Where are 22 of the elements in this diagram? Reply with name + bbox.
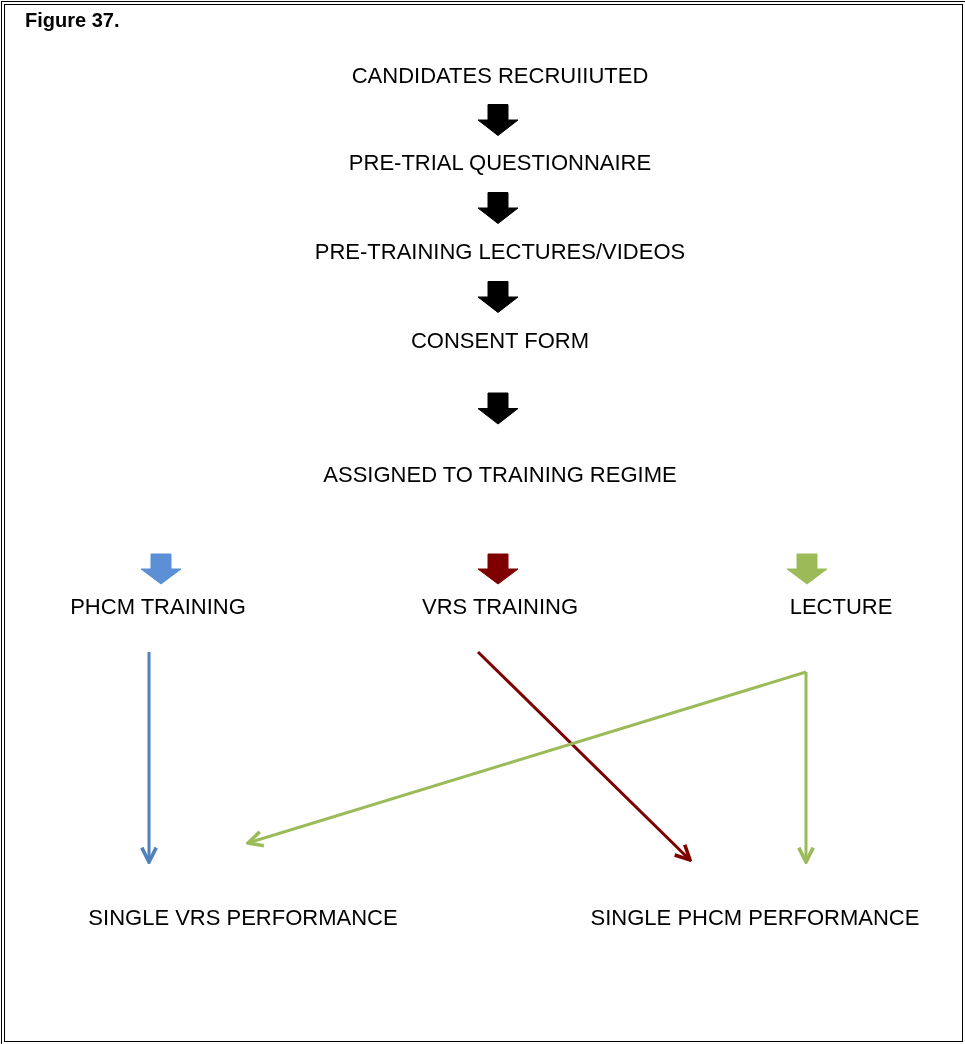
step-label: LECTURE [789, 594, 893, 620]
step-label: SINGLE PHCM PERFORMANCE [590, 905, 920, 931]
block-arrow [477, 104, 519, 136]
step-label: PRE-TRIAL QUESTIONNAIRE [348, 150, 652, 176]
step-label: ASSIGNED TO TRAINING REGIME [323, 462, 677, 488]
arrow [246, 670, 807, 848]
step-label: CONSENT FORM [411, 328, 589, 354]
block-arrow [140, 553, 182, 585]
step-label: CANDIDATES RECRUIIUTED [351, 63, 649, 89]
block-arrow [786, 553, 828, 585]
arrow [140, 652, 158, 864]
step-label: VRS TRAINING [421, 594, 579, 620]
step-label: SINGLE VRS PERFORMANCE [88, 905, 398, 931]
figure-title: Figure 37. [25, 9, 120, 32]
arrow [797, 672, 815, 864]
arrow [476, 650, 692, 862]
block-arrow [477, 281, 519, 313]
step-label: PRE-TRAINING LECTURES/VIDEOS [314, 239, 686, 265]
block-arrow [477, 553, 519, 585]
step-label: PHCM TRAINING [70, 594, 246, 620]
block-arrow [477, 192, 519, 224]
block-arrow [477, 392, 519, 425]
